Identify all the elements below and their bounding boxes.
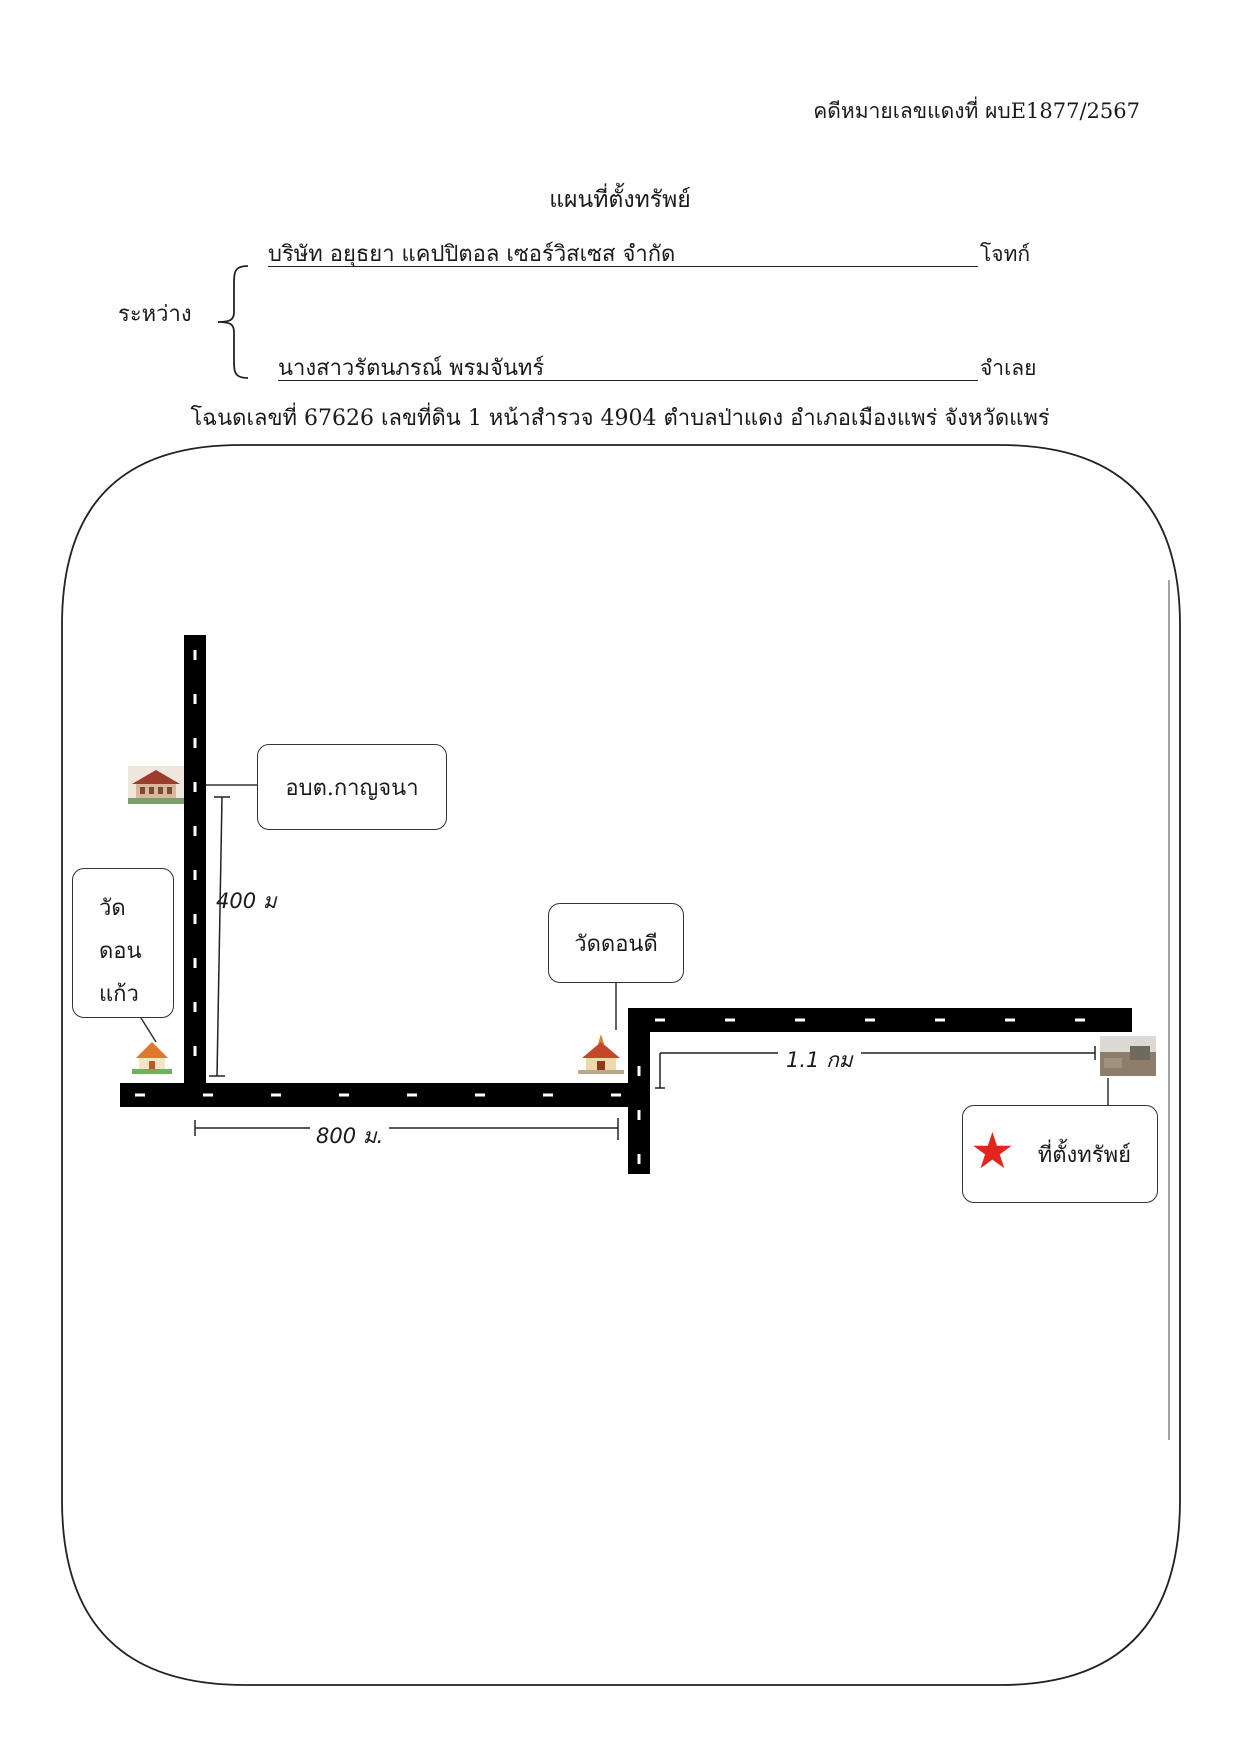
document-title: แผนที่ตั้งทรัพย์ <box>549 187 691 213</box>
distance-east: 1.1 กม <box>778 1044 861 1077</box>
dimension-vertical <box>209 796 230 1077</box>
land-photo-icon <box>1100 1036 1156 1076</box>
road-horizontal-east <box>628 1008 1132 1032</box>
wat-left-label-line: ดอน <box>99 939 142 964</box>
property-label-box: ที่ตั้งทรัพย์ <box>962 1105 1158 1203</box>
deed-details: โฉนดเลขที่ 67626 เลขที่ดิน 1 หน้าสำรวจ 4… <box>190 406 1050 431</box>
distance-vertical: 400 ม <box>216 889 277 913</box>
dimension-horizontal <box>194 1118 619 1140</box>
obt-label: อบต.กาญจนา <box>285 775 419 801</box>
road-vertical-middle <box>628 1010 650 1174</box>
distance-horizontal: 800 ม. <box>310 1120 390 1153</box>
defendant-name: นางสาวรัตนภรณ์ พรมจันทร์ <box>278 350 978 381</box>
defendant-role: จำเลย <box>980 356 1037 380</box>
road-vertical-west <box>184 635 206 1085</box>
temple-icon <box>578 1034 624 1074</box>
curly-brace <box>217 265 249 379</box>
property-label: ที่ตั้งทรัพย์ <box>1037 1142 1131 1168</box>
plaintiff-role: โจทก์ <box>980 242 1031 266</box>
plaintiff-name: บริษัท อยุธยา แคปปิตอล เซอร์วิสเซส จำกัด <box>268 236 978 267</box>
between-label: ระหว่าง <box>118 302 192 327</box>
wat-don-kaeo-label-box: วัด ดอน แก้ว <box>72 868 174 1018</box>
wat-left-connector <box>140 1017 157 1043</box>
case-number: คดีหมายเลขแดงที่ ผบE1877/2567 <box>813 99 1140 123</box>
temple-icon <box>132 1042 172 1074</box>
wat-left-label-line: วัด <box>99 896 126 921</box>
map-frame-border <box>61 444 1181 1686</box>
building-icon <box>128 766 184 804</box>
obt-label-box: อบต.กาญจนา <box>257 744 447 830</box>
red-star-icon: ★ <box>970 1122 1015 1180</box>
wat-right-label: วัดดอนดี <box>574 931 658 957</box>
wat-left-label-line: แก้ว <box>99 982 139 1007</box>
dimension-east <box>655 1046 1096 1089</box>
wat-don-di-label-box: วัดดอนดี <box>548 903 684 983</box>
road-horizontal-south <box>120 1083 630 1107</box>
